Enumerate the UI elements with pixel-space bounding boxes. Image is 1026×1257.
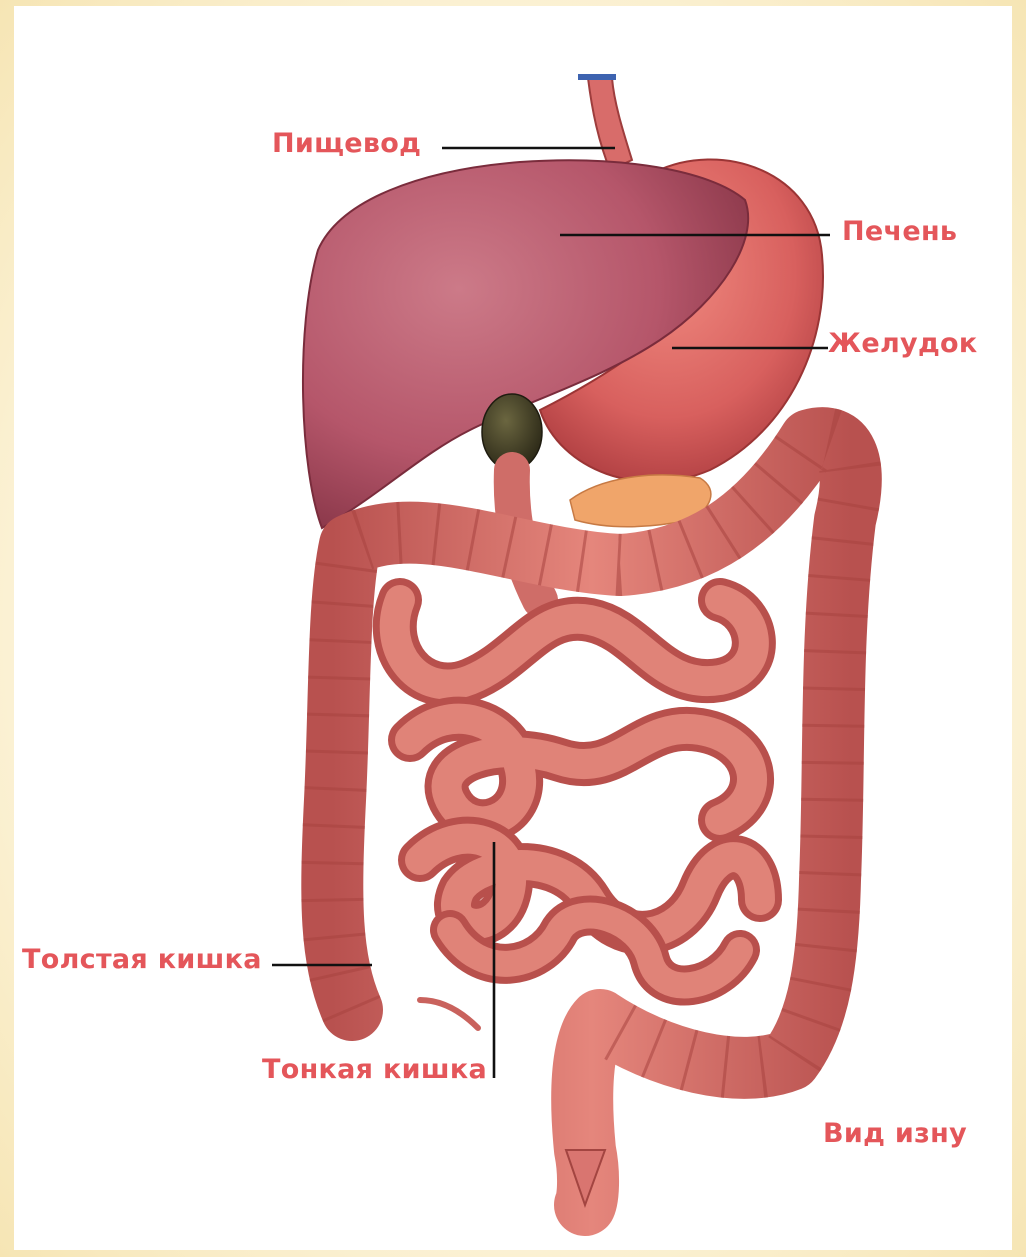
esophagus-shape xyxy=(588,78,632,170)
label-stomach: Желудок xyxy=(828,328,978,359)
label-view-caption: Вид изну xyxy=(823,1118,967,1149)
label-small-intestine: Тонкая кишка xyxy=(262,1054,487,1085)
label-liver: Печень xyxy=(842,216,957,247)
colon-shape xyxy=(332,438,850,1205)
esophagus-top-cut xyxy=(578,74,616,80)
label-large-intestine: Толстая кишка xyxy=(22,944,262,975)
label-esophagus: Пищевод xyxy=(272,128,421,159)
appendix-shape xyxy=(420,1000,478,1028)
small-intestine-loops xyxy=(395,600,760,985)
